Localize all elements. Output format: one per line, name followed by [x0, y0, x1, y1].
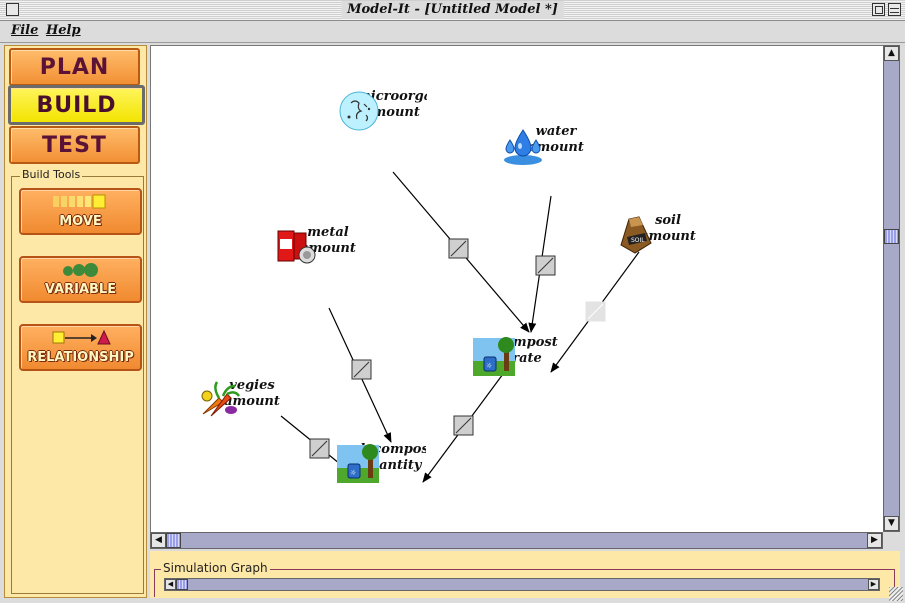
simulation-graph-group: Simulation Graph — [154, 561, 895, 597]
plan-mode-button[interactable]: PLAN — [9, 48, 140, 86]
scroll-right-arrow-icon[interactable]: ▶ — [867, 533, 882, 548]
left-tool-panel: PLAN BUILD TEST Build Tools MOVE — [4, 45, 147, 598]
svg-text:SOIL: SOIL — [631, 237, 645, 244]
variable-name: water — [535, 124, 577, 139]
relationship-arrows — [280, 171, 640, 483]
window-title: Model-It - [Untitled Model *] — [341, 1, 564, 19]
menu-file[interactable]: File — [11, 23, 39, 38]
move-tool-button[interactable]: MOVE — [19, 188, 142, 235]
scroll-up-arrow-icon[interactable]: ▲ — [884, 46, 899, 61]
relation-box[interactable] — [448, 238, 469, 259]
variable-node-metal[interactable]: metal amount — [273, 225, 383, 264]
canvas-vertical-scrollbar[interactable]: ▲ ▼ — [883, 45, 900, 532]
collapse-box[interactable] — [888, 3, 901, 16]
variable-node-decomposition[interactable]: decomposition ☼ quantity — [336, 442, 446, 483]
build-mode-button[interactable]: BUILD — [8, 85, 145, 125]
canvas-horizontal-scrollbar[interactable]: ◀ ▶ — [150, 532, 883, 549]
simulation-graph-title: Simulation Graph — [161, 561, 270, 575]
build-tools-title: Build Tools — [20, 168, 83, 181]
move-icon — [21, 193, 140, 211]
relationship-tool-button[interactable]: RELATIONSHIP — [19, 324, 142, 371]
variable-node-compost[interactable]: compost ☼ rate — [472, 335, 582, 376]
vegetables-icon — [201, 381, 241, 417]
variable-name: vegies — [229, 378, 275, 393]
relation-box[interactable] — [535, 255, 556, 276]
simulation-graph-area: Simulation Graph ◀ ▶ — [150, 551, 900, 598]
water-drops-icon — [504, 129, 542, 165]
relationship-icon — [21, 329, 140, 347]
variable-name: metal — [307, 225, 349, 240]
zoom-box[interactable] — [872, 3, 885, 16]
relation-box-disabled[interactable] — [585, 301, 606, 322]
compost-scene-icon: ☼ — [473, 337, 515, 376]
variable-attribute: amount — [224, 394, 280, 409]
svg-text:☼: ☼ — [350, 469, 356, 477]
relationship-tool-label: RELATIONSHIP — [27, 350, 134, 365]
variable-attribute: amount — [528, 140, 584, 155]
variable-name: soil — [655, 213, 681, 228]
horizontal-scroll-thumb[interactable] — [166, 533, 181, 548]
test-mode-button[interactable]: TEST — [9, 126, 140, 164]
simulation-scroll-thumb[interactable] — [176, 579, 188, 590]
svg-text:☼: ☼ — [486, 362, 492, 370]
build-tools-group: Build Tools MOVE — [11, 168, 144, 594]
variable-attribute: rate — [512, 351, 542, 366]
vertical-scroll-thumb[interactable] — [884, 229, 899, 244]
variable-attribute: amount — [640, 229, 696, 244]
scroll-right-arrow-icon[interactable]: ▶ — [868, 579, 879, 590]
compost-scene-icon: ☼ — [337, 444, 379, 483]
scroll-left-arrow-icon[interactable]: ◀ — [151, 533, 166, 548]
variable-tool-label: VARIABLE — [44, 282, 117, 297]
scrollbar-corner — [883, 532, 900, 549]
variable-node-water[interactable]: water amount — [501, 124, 611, 165]
variable-icon — [21, 261, 140, 279]
scroll-down-arrow-icon[interactable]: ▼ — [884, 516, 899, 531]
close-box[interactable] — [6, 3, 19, 16]
variable-node-soil[interactable]: soil SOIL amount — [613, 213, 723, 254]
soil-bag-icon: SOIL — [620, 216, 652, 254]
microorganism-icon — [339, 91, 379, 131]
move-tool-label: MOVE — [59, 214, 102, 229]
scroll-left-arrow-icon[interactable]: ◀ — [165, 579, 176, 590]
metal-cans-icon — [277, 230, 316, 264]
resize-grip-icon[interactable] — [889, 587, 903, 601]
window-title-bar[interactable]: Model-It - [Untitled Model *] — [0, 0, 905, 21]
variable-node-vegies[interactable]: vegies amount — [197, 378, 307, 417]
simulation-horizontal-scrollbar[interactable]: ◀ ▶ — [164, 578, 880, 591]
menu-bar: File Help — [0, 21, 905, 43]
relation-box[interactable] — [453, 415, 474, 436]
menu-help[interactable]: Help — [46, 23, 81, 38]
relation-box[interactable] — [309, 438, 330, 459]
variable-node-microorganisms[interactable]: microorganisms amount — [337, 89, 447, 131]
variable-tool-button[interactable]: VARIABLE — [19, 256, 142, 303]
relation-box[interactable] — [351, 359, 372, 380]
model-canvas[interactable]: microorganisms amount water amount soil … — [150, 45, 883, 532]
